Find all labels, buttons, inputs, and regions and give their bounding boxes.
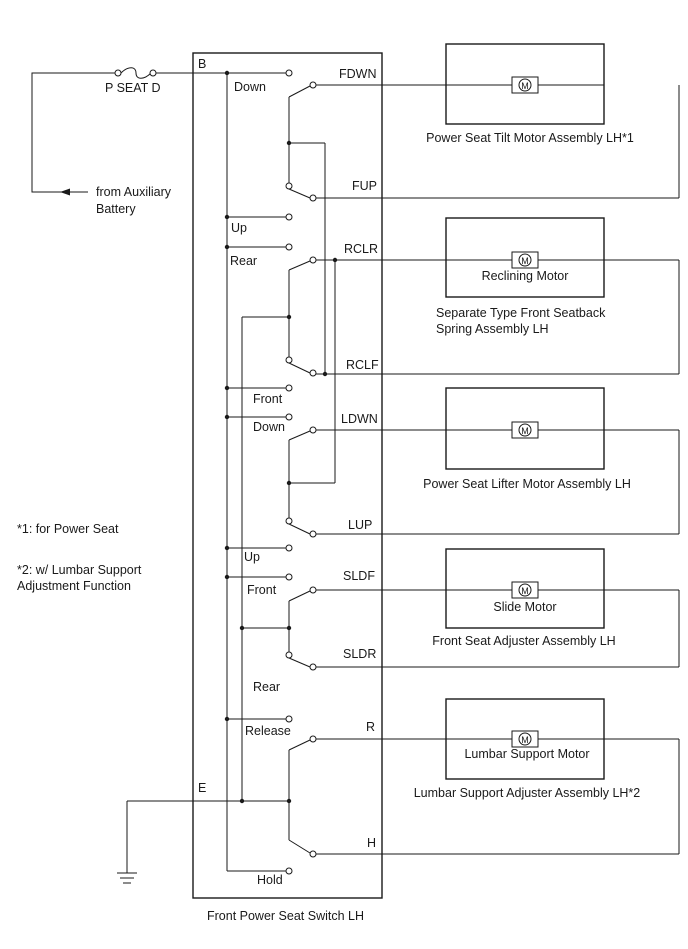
power-feed [31, 67, 227, 196]
motor-recline-symbol: M [521, 256, 529, 266]
term-r: R [366, 720, 375, 734]
note-1: *1: for Power Seat [17, 522, 119, 536]
motor-recline-caption2: Spring Assembly LH [436, 322, 549, 336]
pos-lumbar-hold: Hold [257, 873, 283, 887]
pos-lifter-up: Up [244, 550, 260, 564]
terminal-b-label: B [198, 57, 206, 71]
pos-lumbar-release: Release [245, 724, 291, 738]
motor-slide [445, 548, 605, 629]
motor-lumbar-symbol: M [521, 735, 529, 745]
switch-label: Front Power Seat Switch LH [207, 909, 364, 923]
pos-recline-rear: Rear [230, 254, 257, 268]
term-h: H [367, 836, 376, 850]
motor-slide-inner: Slide Motor [493, 600, 556, 614]
motor-lifter [445, 387, 605, 470]
note-2-line1: *2: w/ Lumbar Support [17, 563, 142, 577]
note-2-line2: Adjustment Function [17, 579, 131, 593]
motor-tilt-symbol: M [521, 81, 529, 91]
fuse-label: P SEAT D [105, 81, 161, 95]
motor-slide-symbol: M [521, 586, 529, 596]
battery-label-line1: from Auxiliary [96, 185, 172, 199]
tilt-switch [285, 69, 679, 374]
battery-label-line2: Battery [96, 202, 136, 216]
motor-slide-caption: Front Seat Adjuster Assembly LH [432, 634, 615, 648]
pos-lifter-down: Down [253, 420, 285, 434]
pos-slide-rear: Rear [253, 680, 280, 694]
motor-recline-inner: Reclining Motor [482, 269, 569, 283]
term-fup: FUP [352, 179, 377, 193]
motor-lifter-symbol: M [521, 426, 529, 436]
term-fdwn: FDWN [339, 67, 377, 81]
pos-recline-front: Front [253, 392, 283, 406]
b-bus [224, 70, 286, 872]
term-rclf: RCLF [346, 358, 379, 372]
motor-lumbar-caption: Lumbar Support Adjuster Assembly LH*2 [414, 786, 641, 800]
pos-tilt-down: Down [234, 80, 266, 94]
motor-tilt-caption: Power Seat Tilt Motor Assembly LH*1 [426, 131, 634, 145]
term-ldwn: LDWN [341, 412, 378, 426]
pos-slide-front: Front [247, 583, 277, 597]
motor-lumbar [445, 698, 605, 780]
term-sldf: SLDF [343, 569, 375, 583]
motor-recline [445, 217, 605, 298]
motor-lifter-caption: Power Seat Lifter Motor Assembly LH [423, 477, 631, 491]
switch-box [192, 52, 383, 899]
motor-recline-caption1: Separate Type Front Seatback [436, 306, 606, 320]
pos-tilt-up: Up [231, 221, 247, 235]
terminal-e-label: E [198, 781, 206, 795]
term-sldr: SLDR [343, 647, 376, 661]
term-lup: LUP [348, 518, 372, 532]
motor-tilt [445, 43, 605, 125]
motor-lumbar-inner: Lumbar Support Motor [464, 747, 589, 761]
term-rclr: RCLR [344, 242, 378, 256]
